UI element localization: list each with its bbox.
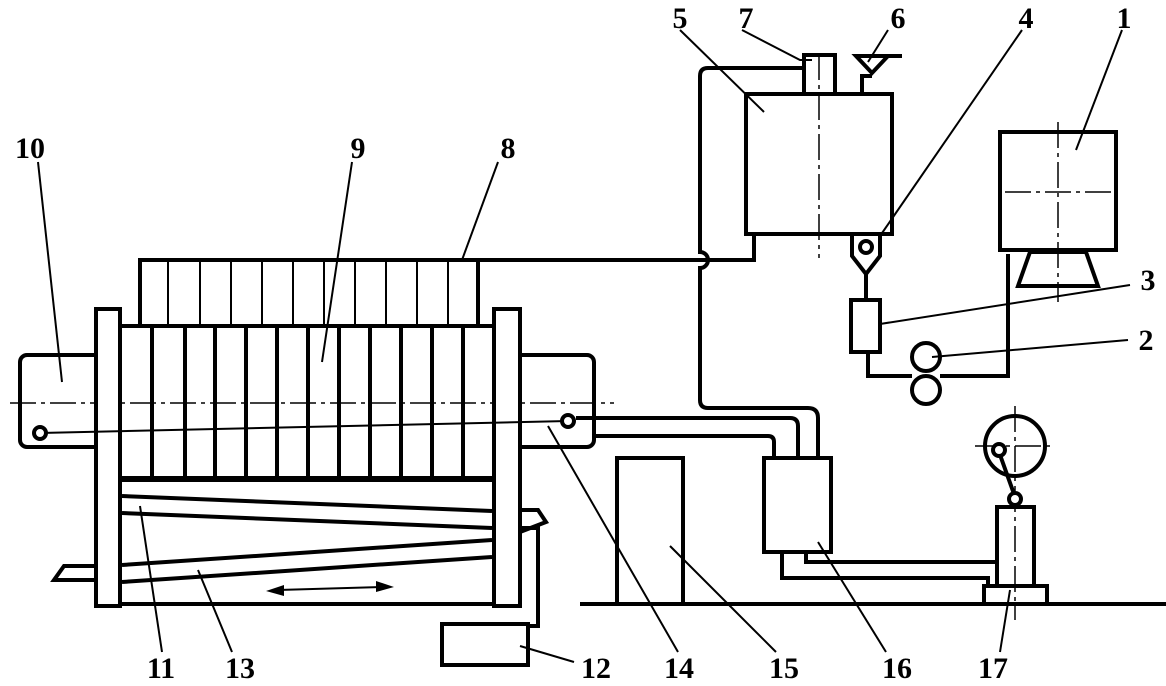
label-9: 9	[351, 132, 366, 165]
label-15: 15	[769, 652, 799, 685]
label-11: 11	[147, 652, 175, 685]
label-5: 5	[673, 2, 688, 35]
reciprocating-arrow	[266, 581, 394, 596]
pipe-pump2-to-filter3	[866, 352, 912, 378]
pump-2	[910, 341, 942, 406]
filter-press	[10, 260, 614, 608]
label-3: 3	[1141, 264, 1156, 297]
pipe-unit16-to-pump17-b	[804, 552, 996, 564]
label-6: 6	[891, 2, 906, 35]
hydraulic-line-a	[576, 416, 800, 458]
valve-4	[850, 236, 882, 278]
pipe-return-to-tank5	[698, 66, 820, 458]
motor-12	[440, 622, 530, 667]
label-13: 13	[225, 652, 255, 685]
pipe-press-to-motor12	[520, 526, 540, 628]
label-8: 8	[501, 132, 516, 165]
label-10: 10	[15, 132, 45, 165]
leader-lines	[37, 29, 1131, 663]
tank-1	[998, 122, 1118, 302]
label-4: 4	[1019, 2, 1034, 35]
filter-3	[849, 298, 882, 354]
label-7: 7	[739, 2, 754, 35]
label-17: 17	[978, 652, 1008, 685]
label-14: 14	[664, 652, 694, 685]
feed-header-8	[167, 260, 480, 326]
hydraulic-line-b	[594, 434, 776, 458]
filter-plates-9	[150, 326, 465, 478]
tank-5	[744, 53, 902, 258]
cabinet-15	[615, 456, 685, 606]
hydraulic-unit-16	[762, 456, 833, 554]
label-1: 1	[1117, 2, 1132, 35]
pipe-tank1-to-filter3	[940, 254, 1010, 378]
scraper-11-13	[121, 494, 493, 584]
pipe-unit16-to-pump17-a	[780, 552, 990, 586]
label-2: 2	[1139, 324, 1154, 357]
label-12: 12	[581, 652, 611, 685]
label-16: 16	[882, 652, 912, 685]
pump-17	[975, 406, 1055, 620]
